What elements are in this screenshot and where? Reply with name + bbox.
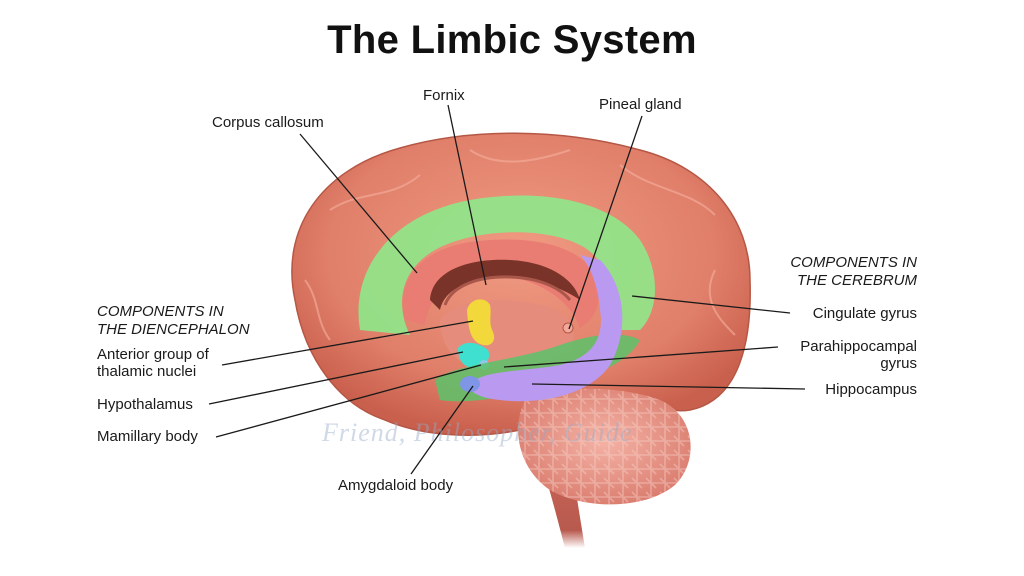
label-cingulate-gyrus: Cingulate gyrus <box>812 305 917 322</box>
label-mamillary-body: Mamillary body <box>97 428 198 445</box>
leader-hippocampus <box>531 383 806 390</box>
label-corpus-callosum: Corpus callosum <box>212 114 324 131</box>
label-parahippocampal-gyrus: Parahippocampal gyrus <box>800 338 917 372</box>
group-heading-diencephalon-line1: COMPONENTS IN <box>97 303 224 320</box>
group-heading-diencephalon: COMPONENTS IN THE DIENCEPHALON <box>97 303 250 339</box>
leader-hypothalamus <box>208 351 464 405</box>
watermark: Friend, Philosopher, Guide <box>322 418 633 447</box>
leader-anterior-thalamic <box>221 320 474 366</box>
label-parahippocampal-line1: Parahippocampal <box>800 338 917 355</box>
leader-mamillary-body <box>215 364 482 438</box>
cerebral-cortex <box>291 132 751 436</box>
anterior-thalamic-nuclei-region <box>467 299 495 346</box>
leader-cingulate-gyrus <box>631 295 791 314</box>
label-hypothalamus: Hypothalamus <box>97 396 193 413</box>
corpus-callosum-region <box>402 239 600 328</box>
group-heading-cerebrum-line1: COMPONENTS IN <box>790 254 917 271</box>
fornix-region <box>430 259 580 310</box>
pineal-gland-region <box>562 322 574 334</box>
label-parahippocampal-line2: gyrus <box>880 355 917 372</box>
group-heading-cerebrum-line2: THE CEREBRUM <box>796 272 917 289</box>
group-heading-cerebrum: COMPONENTS IN THE CEREBRUM <box>790 254 917 290</box>
label-anterior-thalamic-line1: Anterior group of <box>97 346 209 363</box>
label-hippocampus: Hippocampus <box>825 381 917 398</box>
hippocampus-region <box>469 255 623 402</box>
leader-fornix <box>447 104 487 286</box>
label-anterior-thalamic-nuclei: Anterior group of thalamic nuclei <box>97 346 209 380</box>
leader-corpus-callosum <box>299 133 418 274</box>
label-amygdaloid-body: Amygdaloid body <box>338 477 454 494</box>
label-anterior-thalamic-line2: thalamic nuclei <box>97 363 197 380</box>
leader-amygdaloid-body <box>410 385 474 475</box>
label-fornix: Fornix <box>423 87 465 104</box>
leader-pineal-gland <box>568 115 643 330</box>
diagram-title: The Limbic System <box>327 18 697 62</box>
group-heading-diencephalon-line2: THE DIENCEPHALON <box>97 321 250 338</box>
label-pineal-gland: Pineal gland <box>599 96 682 113</box>
amygdaloid-body-region <box>460 376 480 392</box>
cingulate-gyrus-region <box>358 195 655 335</box>
leader-parahippocampal <box>503 346 779 368</box>
